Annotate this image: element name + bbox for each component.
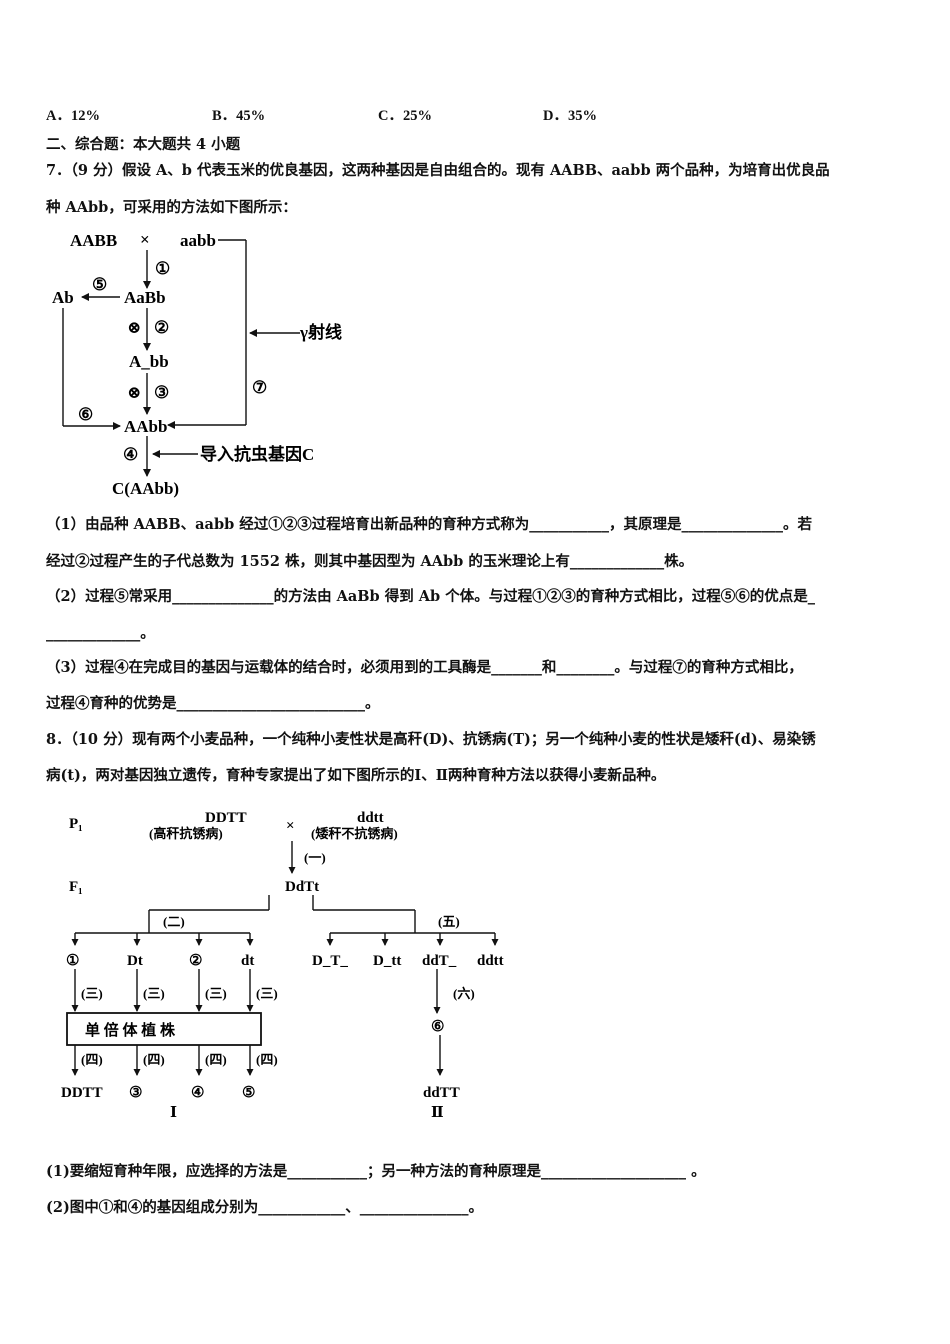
q8-gamete-dt-upper: Dt — [127, 953, 143, 969]
q7-a-bb: A_bb — [129, 352, 169, 371]
q8-parent1: DDTT — [205, 810, 247, 826]
q7-step2: ② — [154, 318, 169, 337]
option-b: B．45% — [212, 108, 266, 124]
q8-parent1-desc: (高秆抗锈病) — [149, 826, 223, 841]
q8-result-d-t: D_T_ — [312, 953, 348, 969]
q7-aabb-f1: AaBb — [124, 288, 166, 307]
q8-step-three-1: (三) — [81, 986, 103, 1001]
q7-step3: ③ — [154, 383, 169, 402]
q7-p1-line1: （1）由品种 AABB、aabb 经过①②③过程培育出新品种的育种方式称为___… — [46, 516, 813, 533]
q7-breeding-diagram: AABB × aabb ① Ab ⑤ AaBb ⊗ ② γ射线 A_bb ⊗ ③… — [52, 230, 342, 498]
q7-line2: 种 AAbb，可采用的方法如下图所示： — [46, 199, 297, 216]
q8-result-dd-t: ddT_ — [422, 953, 457, 969]
q7-line1: 7．（9 分）假设 A、b 代表玉米的优良基因，这两种基因是自由组合的。现有 A… — [46, 162, 830, 179]
q8-out-3: ③ — [129, 1085, 142, 1101]
q8-step-three-4: (三) — [256, 986, 278, 1001]
q7-aabb-target: AAbb — [124, 417, 167, 436]
q7-step7: ⑦ — [252, 378, 267, 397]
q8-result-d-tt: D_tt — [373, 953, 401, 969]
q7-cross: × — [140, 230, 150, 249]
q8-parent2: ddtt — [357, 810, 384, 826]
q8-out-5: ⑤ — [242, 1085, 255, 1101]
q8-gamete-1: ① — [66, 953, 79, 969]
q8-gamete-dt-lower: dt — [241, 953, 254, 969]
q7-step1: ① — [155, 259, 170, 278]
q7-import-gene: 导入抗虫基因C — [200, 444, 314, 464]
q7-p2-line2: _____________。 — [46, 625, 155, 642]
q8-out-ddtt-ii: ddTT — [423, 1085, 460, 1101]
q8-result-ddtt: ddtt — [477, 953, 504, 969]
q8-p1-label: P₁ — [69, 816, 83, 832]
q7-self1: ⊗ — [127, 318, 141, 337]
q7-p3-line2: 过程④育种的优势是__________________________。 — [46, 695, 380, 712]
q7-step4: ④ — [123, 445, 138, 464]
q8-step-three-2: (三) — [143, 986, 165, 1001]
q8-step-six: (六) — [453, 986, 475, 1001]
q8-gamete-2: ② — [189, 953, 202, 969]
q7-p2-line1: （2）过程⑤常采用______________的方法由 AaBb 得到 Ab 个… — [46, 588, 815, 605]
q7-final: C(AAbb) — [112, 479, 179, 498]
q7-ab: Ab — [52, 288, 74, 307]
q8-answer-2: (2)图中①和④的基因组成分别为____________、___________… — [46, 1199, 484, 1216]
q7-aabb-parent: AABB — [70, 231, 117, 250]
q8-haploid-plants: 单 倍 体 植 株 — [85, 1021, 176, 1039]
q7-step6: ⑥ — [78, 405, 93, 424]
q8-method-i: Ⅰ — [170, 1105, 177, 1121]
q8-circ6: ⑥ — [431, 1019, 444, 1035]
q7-p3-line1: （3）过程④在完成目的基因与运载体的结合时，必须用到的工具酶是_______和_… — [46, 659, 803, 676]
q8-step-four-1: (四) — [81, 1052, 103, 1067]
option-c: C．25% — [378, 108, 432, 124]
q8-out-ddtt: DDTT — [61, 1085, 103, 1101]
q8-step-two: (二) — [163, 914, 185, 929]
q8-step-three-3: (三) — [205, 986, 227, 1001]
q8-out-4: ④ — [191, 1085, 204, 1101]
option-d: D．35% — [543, 108, 597, 124]
q8-step-four-4: (四) — [256, 1052, 278, 1067]
q7-self2: ⊗ — [127, 383, 141, 402]
q8-method-ii: Ⅱ — [431, 1105, 444, 1121]
q8-step-one: (一) — [304, 850, 326, 865]
q8-answer-1: (1)要缩短育种年限，应选择的方法是___________；另一种方法的育种原理… — [46, 1163, 706, 1180]
q8-line2: 病(t)，两对基因独立遗传，育种专家提出了如下图所示的Ⅰ、Ⅱ两种育种方法以获得小… — [46, 767, 666, 784]
q8-line1: 8．（10 分）现有两个小麦品种，一个纯种小麦性状是高秆(D)、抗锈病(T)；另… — [46, 731, 816, 748]
q8-step-four-2: (四) — [143, 1052, 165, 1067]
section-title: 二、综合题：本大题共 4 小题 — [46, 136, 241, 153]
q8-step-four-3: (四) — [205, 1052, 227, 1067]
q8-parent2-desc: (矮秆不抗锈病) — [311, 826, 398, 841]
q7-gamma: γ射线 — [299, 322, 342, 342]
q8-f1-label: F₁ — [69, 879, 83, 895]
q8-breeding-diagram: P₁ DDTT (高秆抗锈病) × ddtt (矮秆不抗锈病) (一) F₁ D… — [61, 810, 504, 1121]
q8-f1: DdTt — [285, 879, 319, 895]
q7-step5: ⑤ — [92, 275, 107, 294]
q8-step-five: (五) — [438, 914, 460, 929]
q7-aabb: aabb — [180, 231, 216, 250]
q7-p1-line2: 经过②过程产生的子代总数为 1552 株，则其中基因型为 AAbb 的玉米理论上… — [46, 553, 694, 570]
option-a: A．12% — [46, 108, 100, 124]
q8-cross: × — [286, 818, 295, 834]
